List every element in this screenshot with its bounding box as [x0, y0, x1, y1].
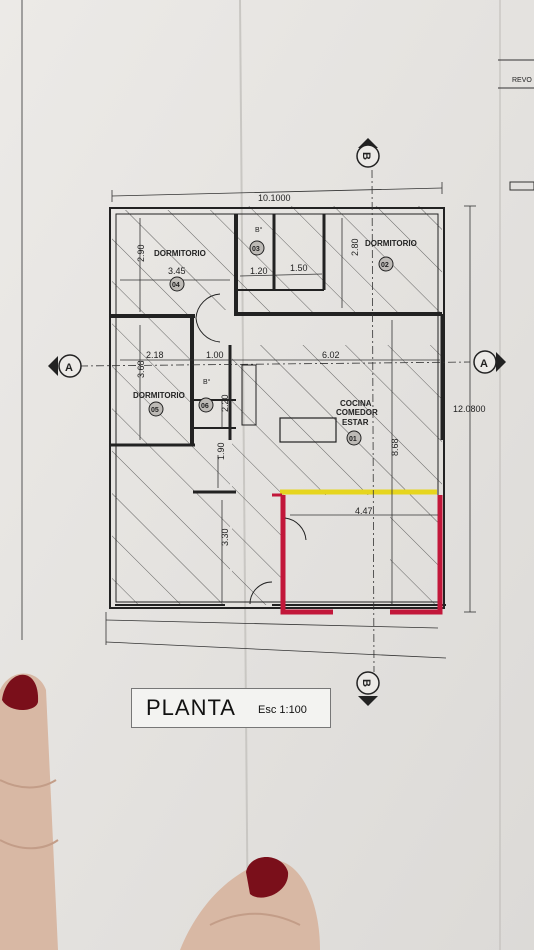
room-number: 04 [172, 282, 180, 289]
room-label: COCINA [340, 399, 372, 408]
plan-scale: Esc 1:100 [258, 704, 307, 716]
dim-2-18: 2.18 [146, 350, 164, 360]
room-number: 01 [349, 436, 357, 443]
corner-text: REVO [512, 77, 532, 84]
dim-1-90: 1.90 [216, 442, 226, 460]
room-dormitorio-05: DORMITORIO 05 [133, 391, 185, 417]
room-number: 05 [151, 407, 159, 414]
room-cocina-comedor-estar-01: COCINA COMEDOR ESTAR 01 [336, 399, 378, 446]
plan-title: PLANTA [146, 695, 236, 720]
dim-total-width: 10.1000 [258, 193, 291, 203]
hand-left [0, 673, 59, 950]
section-a-right-label: A [480, 358, 488, 370]
section-line-b: B B [356, 138, 380, 706]
room-label-2: COMEDOR [336, 408, 378, 417]
room-bano-06: B° 06 [198, 378, 214, 413]
hatched-areas [112, 206, 442, 605]
room-dormitorio-04: DORMITORIO 04 [154, 249, 206, 292]
section-a-left-label: A [65, 362, 73, 374]
room-label-3: ESTAR [342, 418, 369, 427]
dim-2-90: 2.90 [136, 244, 146, 262]
section-b-bottom-label: B [360, 679, 372, 687]
dim-4-47: 4.47 [355, 506, 373, 516]
room-label: DORMITORIO [365, 239, 417, 248]
room-label: DORMITORIO [154, 249, 206, 258]
dim-3-68: 3.68 [136, 360, 146, 378]
room-dormitorio-02: DORMITORIO 02 [365, 239, 417, 272]
dim-2-20: 2.20 [220, 394, 230, 412]
hand-right [180, 857, 320, 950]
room-label: B° [255, 226, 263, 234]
door-swings [195, 293, 307, 605]
highlight-walls [272, 489, 443, 615]
walls [109, 207, 446, 609]
dim-1-00: 1.00 [206, 350, 224, 360]
section-b-top-label: B [360, 152, 372, 160]
dim-8-68: 8.68 [390, 438, 400, 456]
room-number: 06 [201, 403, 209, 410]
dim-1-20: 1.20 [250, 266, 268, 276]
room-label: B° [203, 378, 211, 386]
dim-2-80: 2.80 [350, 238, 360, 256]
room-bano-03: B° 03 [249, 226, 265, 256]
room-number: 03 [252, 246, 260, 253]
dim-1-50: 1.50 [290, 263, 308, 273]
dim-6-02: 6.02 [322, 350, 340, 360]
room-number: 02 [381, 262, 389, 269]
dimension-lines [105, 182, 476, 659]
title-block-fragment: REVO [498, 59, 534, 191]
room-label: DORMITORIO [133, 391, 185, 400]
dim-3-30: 3.30 [220, 528, 230, 546]
dimension-labels: 10.1000 12.0800 3.45 2.90 1.20 1.50 2.80… [136, 193, 486, 546]
dim-3-45: 3.45 [168, 266, 186, 276]
plan-title-box: PLANTA Esc 1:100 [131, 688, 331, 728]
section-line-a: A A [48, 350, 506, 378]
dim-total-depth: 12.0800 [453, 404, 486, 414]
